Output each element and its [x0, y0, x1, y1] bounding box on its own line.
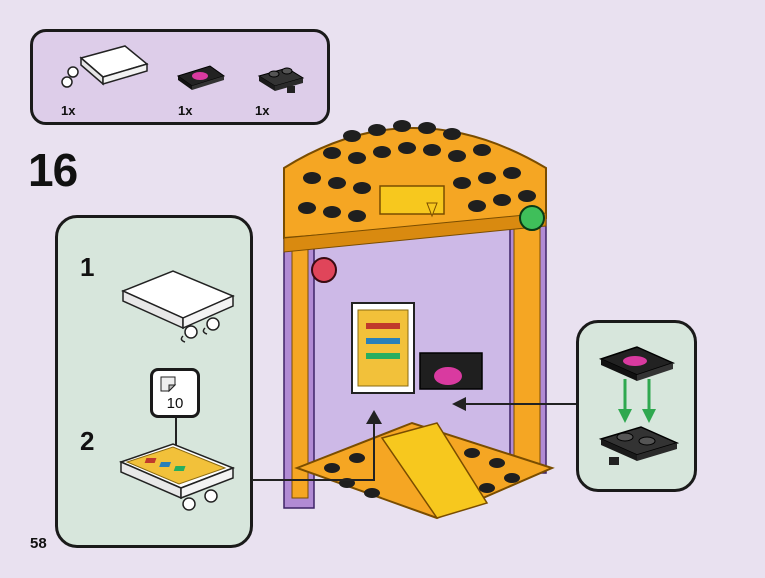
zoom-pointer-arrow: [452, 396, 578, 412]
part-qty-1: 1x: [61, 103, 75, 118]
sticker-page-curl-icon: [159, 375, 177, 393]
white-tile-with-clips-icon: [113, 266, 243, 346]
page-number: 58: [30, 535, 47, 552]
callout-reference-badge: 10: [150, 368, 200, 418]
black-plate-with-clip-icon: [597, 421, 681, 471]
black-plate-with-clip-icon: [257, 58, 307, 98]
step-number: 16: [28, 143, 77, 197]
sub-assembly-panel: 1 10 2: [55, 215, 253, 548]
zoom-detail-panel: [576, 320, 697, 492]
sub-step-1-label: 1: [80, 252, 94, 283]
black-printed-tile-icon: [176, 62, 226, 92]
sub-step-2-label: 2: [80, 426, 94, 457]
callout-reference-number: 10: [153, 395, 197, 412]
sub-assembly-pointer-arrow: [252, 410, 392, 490]
printed-sticker-tile-icon: [113, 440, 243, 530]
part-qty-2: 1x: [178, 103, 192, 118]
green-down-arrows: [615, 379, 659, 425]
white-tile-with-clips-icon: [61, 44, 151, 99]
